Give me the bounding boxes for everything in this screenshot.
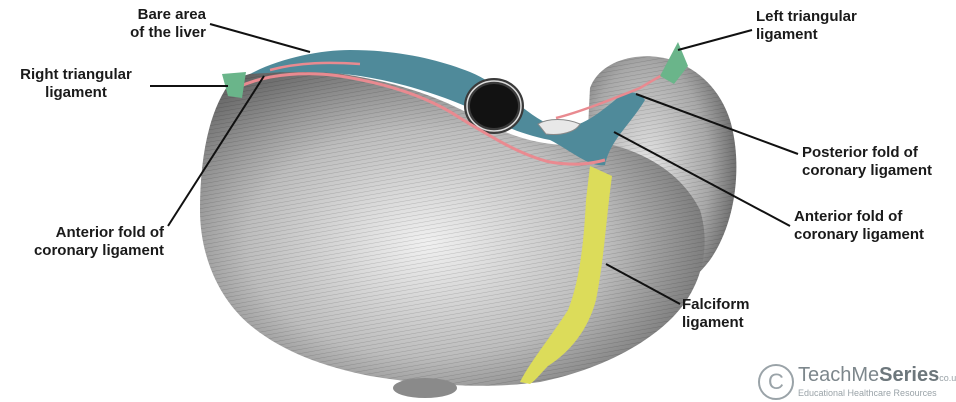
copyright-icon: C xyxy=(758,364,794,400)
leader-bare-area xyxy=(210,24,310,52)
brand-watermark: C TeachMeSeriesco.uk Educational Healthc… xyxy=(758,360,954,402)
brand-name: TeachMeSeriesco.uk xyxy=(798,364,956,387)
inferior-bulge xyxy=(393,378,457,398)
leader-left-triangular xyxy=(678,30,752,50)
brand-tagline: Educational Healthcare Resources xyxy=(798,388,937,398)
